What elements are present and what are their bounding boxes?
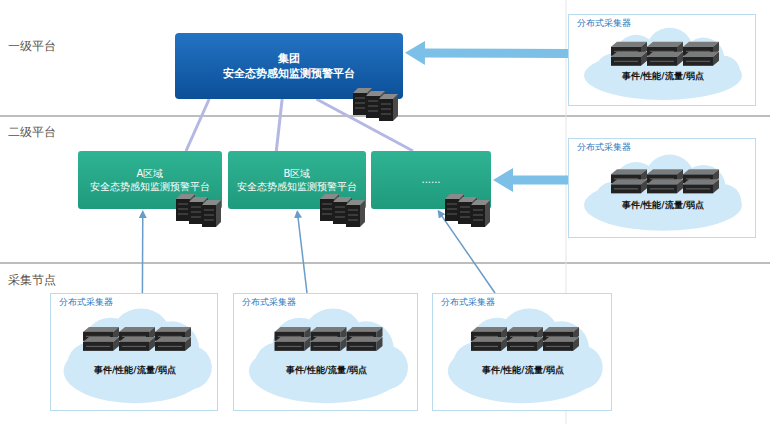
collector-heading: 分布式采集器	[242, 297, 409, 309]
cloud-shape: 事件/性能/流量/弱点	[244, 314, 409, 406]
collector-data-types: 事件/性能/流量/弱点	[482, 365, 564, 377]
level-separator	[0, 115, 770, 117]
report-arrow	[142, 217, 144, 293]
platform-title: 安全态势感知监测预警平台	[237, 180, 357, 194]
cloud-shape: 事件/性能/流量/弱点	[579, 159, 747, 233]
region-platform-box: ......	[371, 151, 491, 209]
platform-name: B区域	[284, 167, 311, 181]
cloud-shape: 事件/性能/流量/弱点	[579, 32, 747, 102]
data-flow-arrow	[423, 48, 568, 58]
collector-data-types: 事件/性能/流量/弱点	[622, 71, 704, 83]
cloud-illustration	[579, 159, 747, 233]
cloud-illustration	[579, 32, 747, 102]
platform-name: 集团	[278, 51, 300, 66]
link-line	[316, 99, 413, 151]
collector-data-types: 事件/性能/流量/弱点	[94, 365, 176, 377]
platform-title: 安全态势感知监测预警平台	[90, 180, 210, 194]
collector-heading: 分布式采集器	[441, 297, 603, 309]
collector-data-types: 事件/性能/流量/弱点	[286, 365, 368, 377]
collector-panel: 事件/性能/流量/弱点 分布式采集器	[568, 138, 756, 238]
link-line	[276, 99, 282, 151]
report-arrow	[442, 216, 495, 293]
platform-name: ......	[421, 173, 440, 187]
collector-heading: 分布式采集器	[577, 142, 747, 154]
report-arrow	[298, 217, 307, 293]
collector-heading: 分布式采集器	[577, 18, 747, 30]
cloud-illustration	[244, 314, 409, 406]
level-separator	[0, 262, 770, 264]
cloud-illustration	[443, 314, 603, 406]
data-flow-arrow	[511, 176, 568, 185]
collector-panel: 事件/性能/流量/弱点 分布式采集器	[50, 293, 218, 411]
server-icon	[78, 151, 222, 209]
platform-name: A区域	[137, 167, 164, 181]
collector-data-types: 事件/性能/流量/弱点	[622, 200, 704, 212]
cloud-illustration	[59, 314, 211, 406]
cloud-shape: 事件/性能/流量/弱点	[59, 314, 211, 406]
platform-box: 集团安全态势感知监测预警平台	[175, 33, 403, 99]
collector-panel: 事件/性能/流量/弱点 分布式采集器	[233, 293, 418, 411]
region-platform-box: B区域安全态势感知监测预警平台	[228, 151, 366, 209]
platform-title: 安全态势感知监测预警平台	[223, 66, 355, 81]
server-icon	[175, 33, 403, 99]
cloud-shape: 事件/性能/流量/弱点	[443, 314, 603, 406]
level-label: 采集节点	[8, 272, 56, 289]
collector-panel: 事件/性能/流量/弱点 分布式采集器	[432, 293, 612, 411]
collector-panel: 事件/性能/流量/弱点 分布式采集器	[568, 14, 756, 106]
level-label: 二级平台	[8, 124, 56, 141]
region-platform-box: A区域安全态势感知监测预警平台	[78, 151, 222, 209]
collector-heading: 分布式采集器	[59, 297, 209, 309]
link-line	[186, 99, 209, 151]
server-icon	[228, 151, 366, 209]
level-label: 一级平台	[8, 38, 56, 55]
